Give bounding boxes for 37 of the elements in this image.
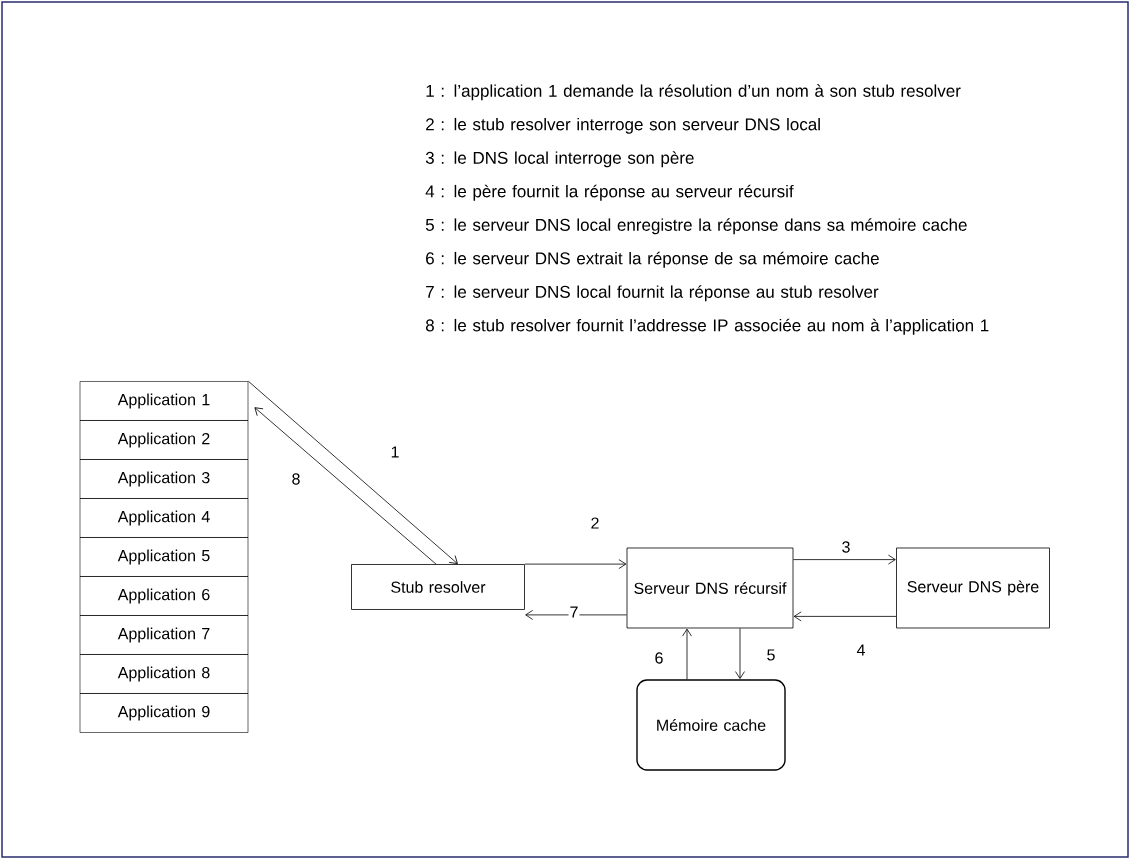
arrow: [524, 559, 627, 569]
edge-label: 7: [568, 605, 580, 619]
arrow: [793, 554, 896, 565]
application-cell: Application 3: [79, 459, 249, 499]
step-description: 2 : le stub resolver interroge son serveur DNS local: [426, 117, 820, 134]
application-cell: Application 2: [79, 420, 249, 460]
step-description: 7 : le serveur DNS local fournit la réponse au stub resolver: [426, 285, 879, 302]
edge-label: 6: [653, 651, 665, 665]
arrow: [682, 628, 692, 680]
application-cell: Application 4: [79, 498, 249, 538]
edge-label: 5: [765, 648, 777, 662]
application-cell: Application 5: [79, 537, 249, 577]
step-description: 4 : le père fournit la réponse au serveur récursif: [425, 184, 794, 201]
process-box: Stub resolver: [351, 564, 525, 610]
storage-box: Mémoire cache: [636, 679, 786, 771]
application-cell: Application 9: [79, 693, 249, 733]
arrow: [793, 611, 897, 622]
step-description: 6 : le serveur DNS extrait la réponse de sa mémoire cache: [426, 251, 879, 268]
application-cell: Application 6: [79, 576, 249, 616]
arrow: [247, 380, 458, 564]
edge-label: 2: [589, 516, 601, 530]
arrow: [525, 610, 627, 620]
arrow: [735, 628, 745, 679]
step-description: 5 : le serveur DNS local enregistre la réponse dans sa mémoire cache: [425, 218, 967, 235]
application-cell: Application 1: [79, 381, 249, 421]
edge-label: 4: [855, 643, 867, 657]
edge-label: 1: [389, 445, 401, 459]
process-box: Serveur DNS récursif: [626, 547, 794, 629]
step-description: 3 : le DNS local interroge son père: [425, 151, 694, 168]
process-box: Serveur DNS père: [896, 547, 1050, 629]
application-cell: Application 8: [79, 654, 249, 694]
arrow: [254, 407, 437, 565]
edge-label: 8: [290, 472, 302, 486]
step-description: 8 : le stub resolver fournit l’addresse IP associée au nom à l’application 1: [425, 318, 989, 335]
application-cell: Application 7: [79, 615, 249, 655]
step-description: 1 : l’application 1 demande la résolution d’un nom à son stub resolver: [426, 84, 961, 101]
edge-label: 3: [840, 540, 852, 554]
